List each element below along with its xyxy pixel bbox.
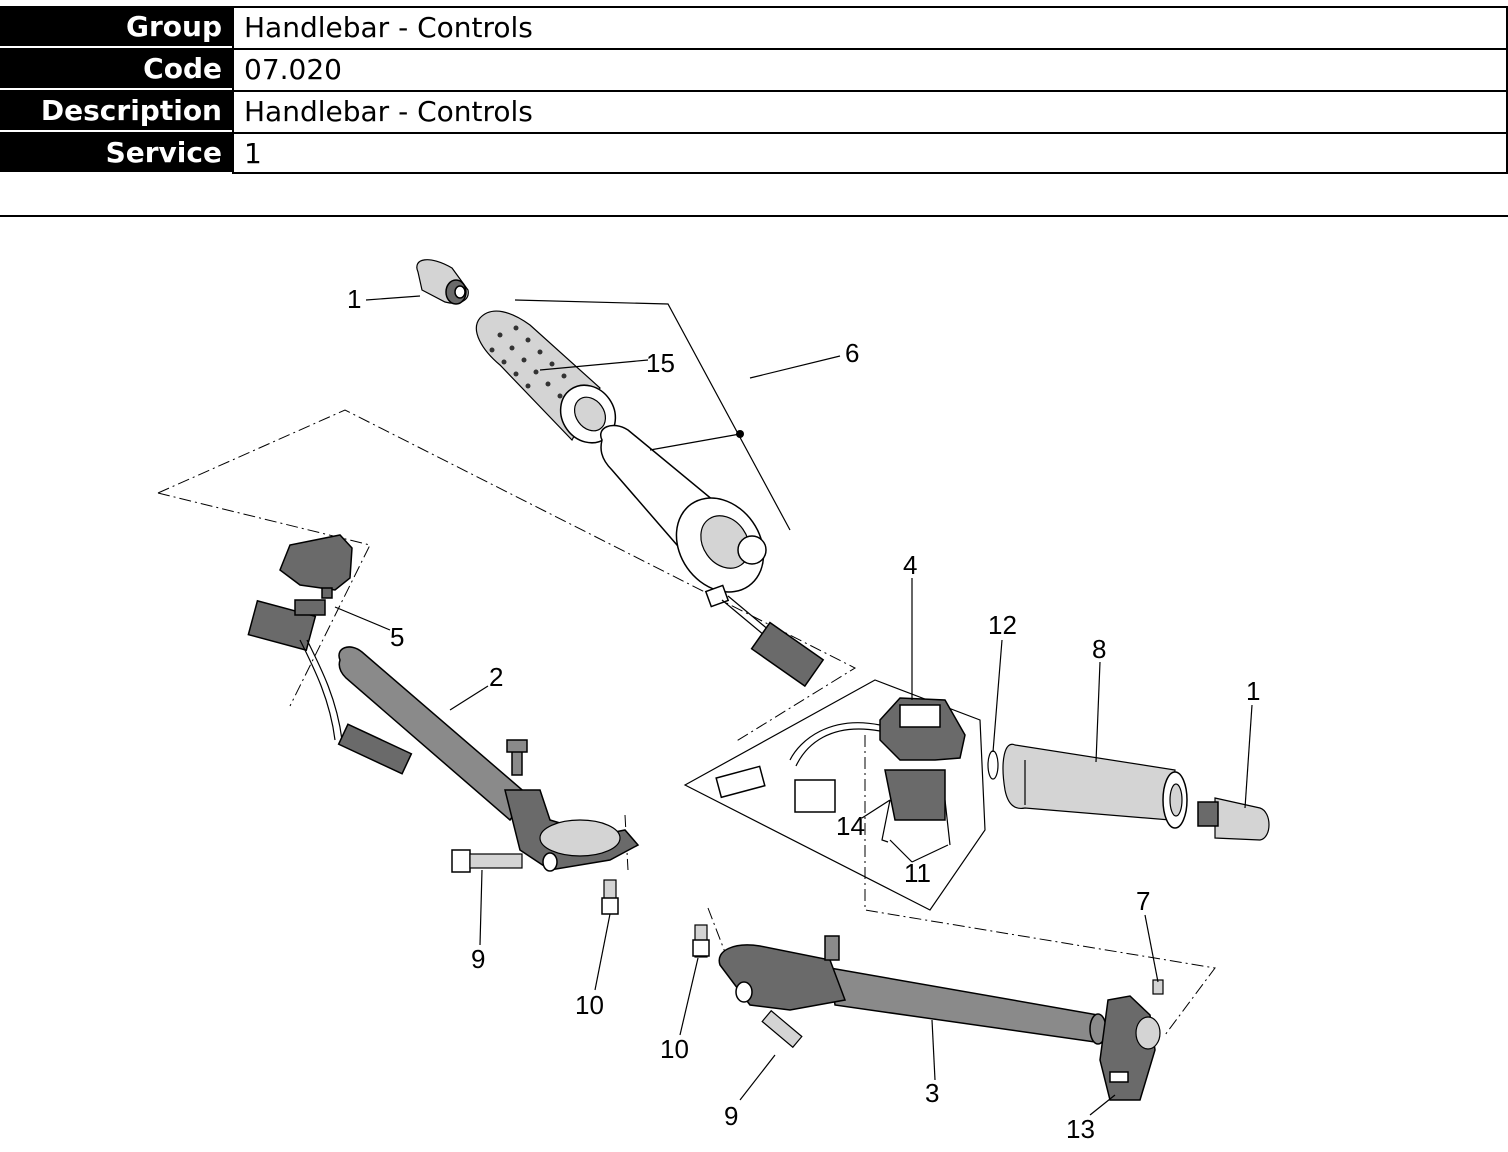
callout-13: 13 [1066,1114,1095,1144]
bar-end-weight-right [1197,797,1270,841]
callout-12: 12 [988,610,1017,640]
callout-6: 6 [845,338,859,368]
grip-right [1002,743,1188,829]
right-switch-group [683,679,986,911]
info-row-group: Group Handlebar - Controls [0,6,1508,48]
separator-line [0,215,1508,217]
bolt-9b [761,1009,803,1049]
info-row-service: Service 1 [0,132,1508,174]
bracket-6 [514,299,791,531]
bolt-9a [451,849,523,873]
info-table: Group Handlebar - Controls Code 07.020 D… [0,6,1508,174]
service-value: 1 [232,132,1508,174]
group-outline-left-lower [157,492,371,707]
callout-15: 15 [646,348,675,378]
callout-9-right: 9 [724,1101,738,1131]
info-row-code: Code 07.020 [0,48,1508,90]
callout-8: 8 [1092,634,1106,664]
callout-1-right: 1 [1246,676,1260,706]
callout-3: 3 [925,1078,939,1108]
callout-10-left: 10 [575,990,604,1020]
callout-1-top: 1 [347,284,361,314]
throttle-housing [1099,995,1161,1101]
description-value: Handlebar - Controls [232,90,1508,132]
group-outline-right [864,735,1216,1036]
service-label: Service [0,132,232,174]
exploded-parts-diagram: .ln { stroke: #000; stroke-width: 1.2; f… [157,259,1270,1144]
screw-10a [601,879,619,915]
throttle-tube [599,424,825,688]
callout-10-right: 10 [660,1034,689,1064]
callout-4: 4 [903,550,917,580]
info-row-description: Description Handlebar - Controls [0,90,1508,132]
callout-7: 7 [1136,886,1150,916]
screw-10b [692,924,710,958]
callout-5: 5 [390,622,404,652]
callout-2: 2 [489,662,503,692]
description-label: Description [0,90,232,132]
callout-14: 14 [836,811,865,841]
bar-end-weight-top [416,259,469,305]
group-outline-left [157,409,857,743]
grip-left [475,310,617,444]
code-label: Code [0,48,232,90]
leader-lines [334,295,1253,1116]
callout-9-left: 9 [471,944,485,974]
left-switch-cover [247,534,413,775]
group-value: Handlebar - Controls [232,6,1508,48]
callout-11: 11 [904,858,931,888]
code-value: 07.020 [232,48,1508,90]
screw-7 [1152,979,1164,995]
o-ring [987,750,999,780]
left-handlebar [338,646,640,872]
right-handlebar [718,935,1107,1045]
group-label: Group [0,6,232,48]
